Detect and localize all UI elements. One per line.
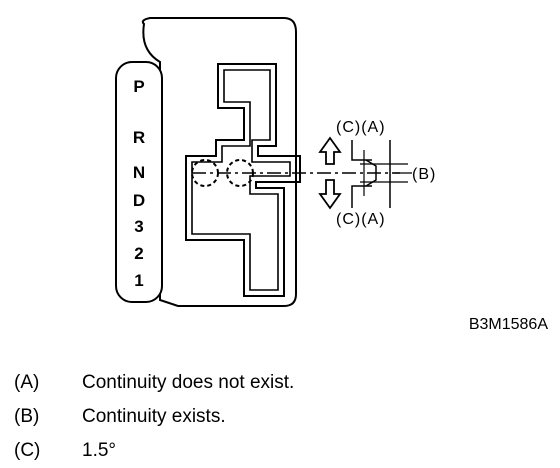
legend-item-a: (A) Continuity does not exist. — [14, 366, 554, 400]
gear-label-p: P — [133, 77, 144, 96]
housing-outline — [141, 17, 297, 307]
legend-item-b: (B) Continuity exists. — [14, 400, 554, 434]
contact-lower — [351, 185, 372, 208]
shift-diagram: P R N D 3 2 1 (C)(A) (C)(A) (B) B3M1586A — [115, 17, 548, 333]
gear-label-2: 2 — [134, 244, 143, 263]
shift-gate-outer — [185, 63, 301, 297]
contact-upper — [351, 140, 372, 161]
gear-label-3: 3 — [134, 217, 143, 236]
legend-key-a: (A) — [14, 372, 40, 393]
legend: (A) Continuity does not exist. (B) Conti… — [14, 366, 554, 468]
label-c-a-bottom: (C)(A) — [336, 211, 386, 228]
shift-gate-inner — [191, 69, 291, 291]
label-c-a-top: (C)(A) — [336, 119, 386, 136]
down-arrow-icon — [318, 179, 342, 210]
legend-text-a: Continuity does not exist. — [82, 372, 295, 393]
gear-label-1: 1 — [134, 271, 143, 290]
legend-item-c: (C) 1.5° — [14, 434, 554, 468]
legend-key-b: (B) — [14, 406, 40, 427]
label-b: (B) — [412, 166, 436, 183]
contact-body — [365, 159, 377, 187]
gear-label-d: D — [133, 191, 145, 210]
gear-label-n: N — [133, 163, 145, 182]
figure-code: B3M1586A — [469, 316, 548, 333]
gear-label-r: R — [133, 128, 145, 147]
legend-text-b: Continuity exists. — [82, 406, 226, 427]
legend-key-c: (C) — [14, 440, 41, 461]
gear-indicator-strip — [115, 61, 163, 303]
up-arrow-icon — [318, 136, 342, 165]
legend-text-c: 1.5° — [82, 440, 117, 461]
